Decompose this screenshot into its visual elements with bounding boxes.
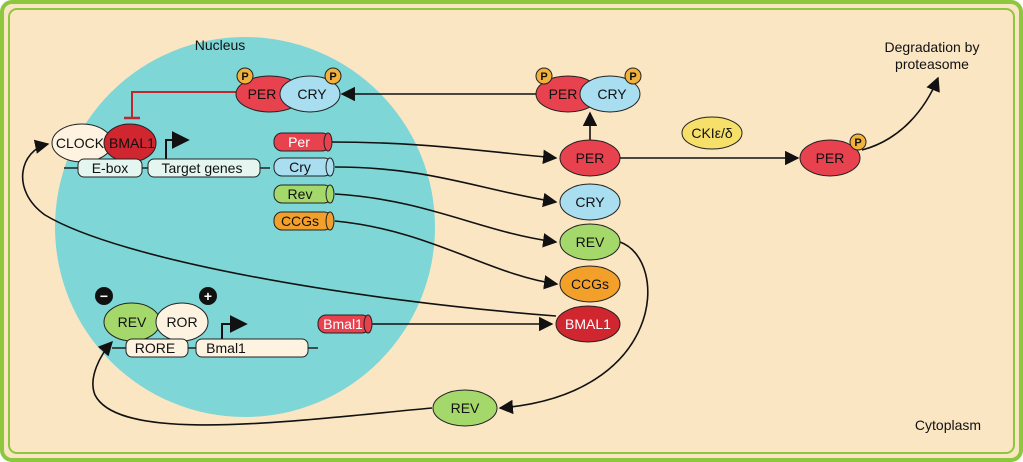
clock-bmal1-complex: CLOCK BMAL1 xyxy=(51,123,157,163)
cyto-per-label: PER xyxy=(576,150,605,166)
nucleus-label: Nucleus xyxy=(195,37,246,53)
cyto-rev-label: REV xyxy=(576,234,605,250)
clock-label: CLOCK xyxy=(56,135,105,151)
degradation-label-line2: proteasome xyxy=(895,56,969,72)
nuclear-rev-label: REV xyxy=(118,314,147,330)
cytoplasmic-bmal1: BMAL1 xyxy=(555,305,621,343)
rev-export-arrow xyxy=(498,241,649,415)
cytoplasmic-cry: CRY xyxy=(559,183,621,221)
phosphorylated-per: PER P xyxy=(799,133,867,177)
phospho-per-label: PER xyxy=(816,150,845,166)
target-genes-dna: E-box Target genes xyxy=(64,158,270,178)
cytoplasm-label: Cytoplasm xyxy=(915,417,981,433)
activation-sign xyxy=(199,287,217,305)
rev-to-rore-arrow xyxy=(92,340,433,426)
bmal1-gene-dna: RORE Bmal1 xyxy=(112,338,318,358)
target-genes-tss-arrow xyxy=(165,131,190,160)
cytoplasmic-ccgs: CCGs xyxy=(559,265,621,303)
cytoplasmic-cry-label: CRY xyxy=(597,86,627,102)
phospho-marker xyxy=(324,67,342,85)
mrna-per-label: Per xyxy=(288,134,310,150)
kinase-label: CKIε/δ xyxy=(691,125,732,141)
nuclear-per-cry-complex: PER CRY P P xyxy=(235,67,342,113)
phospho-label: P xyxy=(629,71,636,83)
nuclear-per-label: PER xyxy=(248,86,277,102)
bmal1-bound-label: BMAL1 xyxy=(109,135,155,151)
bmal1-gene-element xyxy=(195,338,309,358)
cytoplasmic-per-label: PER xyxy=(549,86,578,102)
mrna-bmal1: Bmal1 xyxy=(317,314,373,334)
phospho-marker xyxy=(624,67,642,85)
kinase-ckie-delta: CKIε/δ xyxy=(681,116,743,150)
rev-translation-arrow xyxy=(334,193,558,248)
inhibition-line xyxy=(131,91,238,118)
ccgs-translation-arrow xyxy=(334,220,559,290)
target-genes-element xyxy=(147,158,261,178)
rev-ror-complex: REV ROR − + xyxy=(95,287,217,342)
per-translation-arrow xyxy=(329,141,558,164)
mrna-bmal1-label: Bmal1 xyxy=(323,316,363,332)
mrna-per: Per xyxy=(273,132,333,152)
cytoplasmic-rev: REV xyxy=(559,223,621,261)
cytoplasmic-rev-bottom: REV xyxy=(432,389,498,427)
mrna-rev: Rev xyxy=(273,184,335,204)
phospho-label: P xyxy=(854,137,861,149)
mrna-cry: Cry xyxy=(273,157,335,177)
repression-sign xyxy=(95,287,113,305)
degradation-label-line1: Degradation by xyxy=(885,39,980,55)
bmal1-tss-arrow xyxy=(221,315,248,345)
repression-sign-label: − xyxy=(100,288,108,304)
cyto-ccgs-label: CCGs xyxy=(571,276,609,292)
phospho-label: P xyxy=(329,71,336,83)
cry-translation-arrow xyxy=(334,166,558,208)
bmal1-gene-label: Bmal1 xyxy=(206,340,246,356)
cytoplasmic-cry-protein xyxy=(579,75,641,113)
target-genes-label: Target genes xyxy=(162,160,243,176)
phospho-label: P xyxy=(241,71,248,83)
cyto-cry-label: CRY xyxy=(575,194,605,210)
ror-label: ROR xyxy=(166,314,197,330)
ebox-element xyxy=(77,158,143,178)
rore-element xyxy=(125,338,189,358)
mrna-ccgs-label: CCGs xyxy=(281,213,319,229)
phospho-label: P xyxy=(540,71,547,83)
cyto-rev-bottom-label: REV xyxy=(451,400,480,416)
phospho-marker xyxy=(849,133,867,151)
cytoplasmic-per-cry-complex: PER CRY P P xyxy=(535,67,642,113)
mrna-rev-label: Rev xyxy=(288,186,313,202)
bmal1-feedback-arrow xyxy=(21,139,557,317)
mrna-ccgs: CCGs xyxy=(273,211,335,231)
activation-sign-label: + xyxy=(204,288,212,304)
degradation-arrow xyxy=(861,76,940,151)
cytoplasmic-per: PER xyxy=(559,139,621,177)
cyto-bmal1-label: BMAL1 xyxy=(565,316,611,332)
inner-frame xyxy=(8,8,1015,454)
ebox-label: E-box xyxy=(92,160,129,176)
nuclear-cry-protein xyxy=(279,75,341,113)
nuclear-cry-label: CRY xyxy=(297,86,327,102)
mrna-cry-label: Cry xyxy=(289,159,311,175)
phospho-marker xyxy=(535,67,553,85)
phospho-marker xyxy=(236,67,254,85)
rore-label: RORE xyxy=(135,340,175,356)
